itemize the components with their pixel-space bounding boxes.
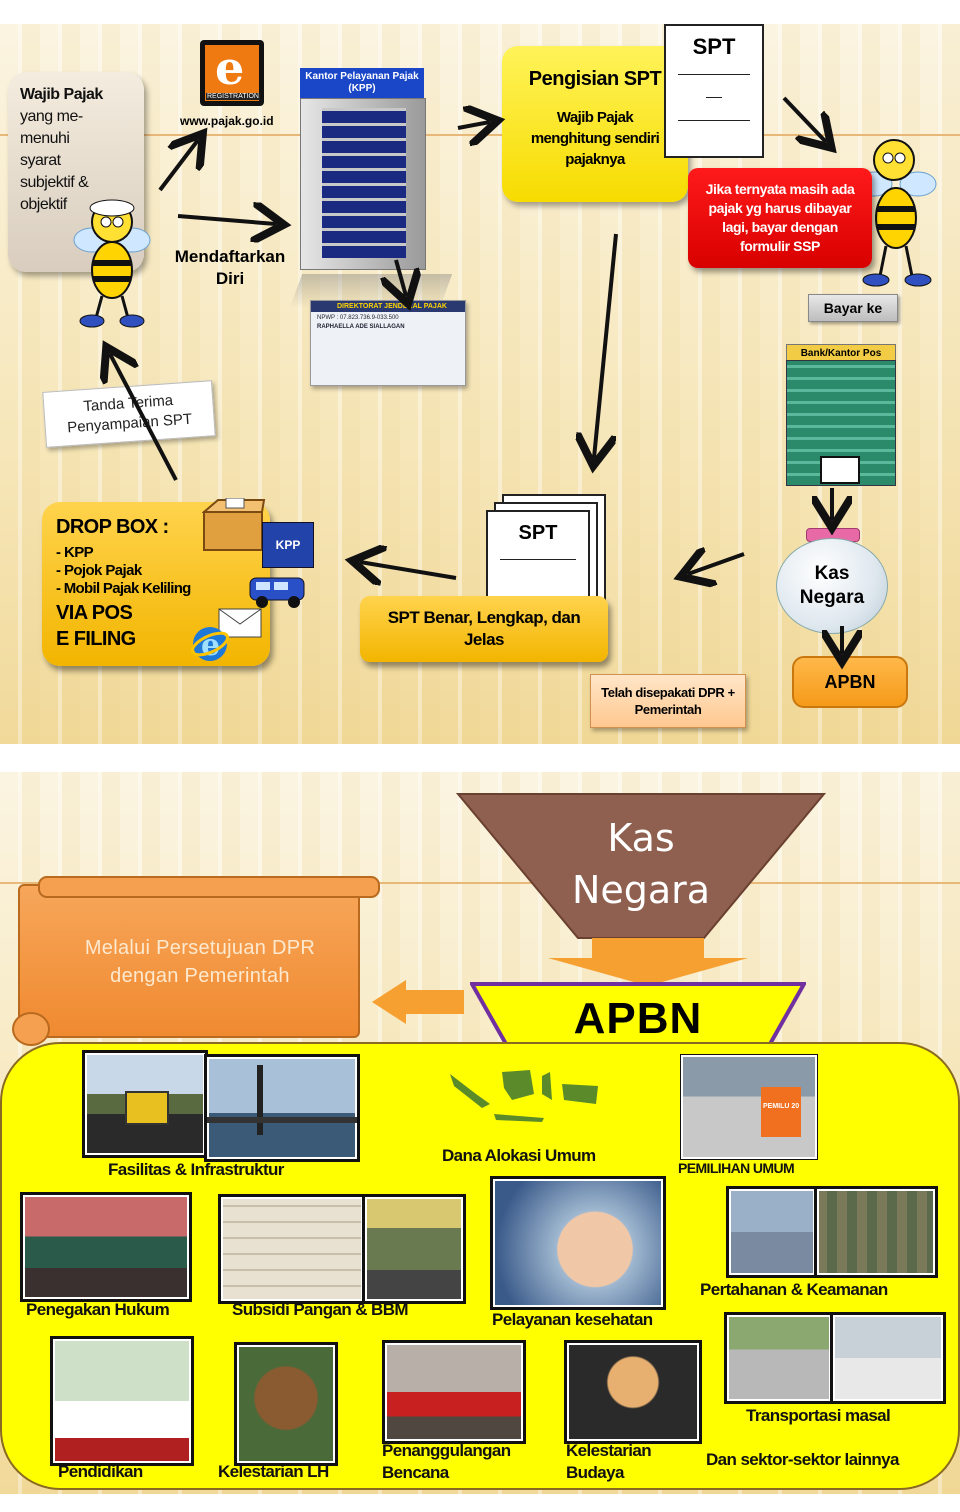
arrow-to-pengisian xyxy=(457,122,490,128)
photo-orangutan xyxy=(234,1342,338,1466)
spt-top-label: SPT xyxy=(692,34,736,59)
photo-train xyxy=(724,1312,834,1404)
pengisian-spt-title: Pengisian SPT xyxy=(528,68,662,90)
wajib-pajak-line: subjektif & xyxy=(20,174,89,191)
indonesia-map-icon xyxy=(450,1070,598,1122)
photo-road-roller xyxy=(82,1050,208,1158)
arrow-to-bee xyxy=(782,96,826,142)
photo-students xyxy=(50,1336,194,1466)
apbn-title: APBN xyxy=(573,994,703,1043)
label-pendidikan: Pendidikan xyxy=(58,1462,143,1481)
wajib-pajak-line: menuhi xyxy=(20,130,70,147)
label-kesehatan: Pelayanan kesehatan xyxy=(492,1310,653,1329)
registration-badge: REGISTRATION xyxy=(206,93,260,100)
label-fasilitas: Fasilitas & Infrastruktur xyxy=(108,1160,284,1179)
photo-ship xyxy=(830,1312,946,1404)
ballot-box-icon xyxy=(202,498,266,551)
via-pos-label: VIA POS xyxy=(56,602,133,624)
label-budaya: Kelestarian Budaya xyxy=(566,1441,652,1482)
drop-box-item: - Mobil Pajak Keliling xyxy=(56,580,191,597)
photo-dancer xyxy=(564,1340,702,1444)
arrow-to-spt-stack xyxy=(594,233,618,458)
arrow-to-eregistration xyxy=(158,140,198,192)
telah-disepakati-callout: Telah disepakati DPR + Pemerintah xyxy=(590,674,746,728)
photo-court xyxy=(20,1192,192,1302)
label-transportasi: Transportasi masal xyxy=(746,1406,891,1425)
photo-fire-trucks xyxy=(382,1340,526,1444)
election-sign-text: PEMILU 20 xyxy=(763,1103,800,1110)
kpp-icon: KPP xyxy=(262,522,314,568)
kas-negara-label: Kas Negara xyxy=(776,538,888,634)
drop-box-item: - KPP xyxy=(56,544,94,561)
envelope-icon xyxy=(218,608,262,638)
ssp-note-box: Jika ternyata masih ada pajak yg harus d… xyxy=(688,168,872,268)
decor-line xyxy=(0,882,960,884)
pajak-url: www.pajak.go.id xyxy=(180,114,274,128)
photo-bridge xyxy=(204,1054,360,1162)
wajib-pajak-title: Wajib Pajak xyxy=(20,86,103,103)
pengisian-spt-body: Wajib Pajak menghitung sendiri pajaknya xyxy=(530,109,660,168)
e-registration-logo: e REGISTRATION xyxy=(200,40,264,106)
bee-mascot-icon xyxy=(73,199,151,328)
slide-tax-flow: Wajib Pajak yang me- menuhi syarat subje… xyxy=(0,24,960,744)
kas-negara-jar: Kas Negara xyxy=(776,528,888,636)
label-lh: Kelestarian LH xyxy=(218,1462,329,1481)
photo-fuel-station xyxy=(362,1194,466,1304)
e-filing-label: E FILING xyxy=(56,628,136,650)
label-hukum: Penegakan Hukum xyxy=(26,1300,170,1319)
e-letter-icon: e xyxy=(215,41,245,95)
kas-negara-funnel-label: Kas Negara xyxy=(571,816,711,912)
arrow-to-kpp xyxy=(177,216,276,224)
photo-fighter-jet xyxy=(726,1186,818,1278)
drop-box-title: DROP BOX : xyxy=(56,516,169,538)
internet-explorer-icon: e xyxy=(190,627,230,663)
label-bencana: Penanggulangan Bencana xyxy=(382,1441,511,1482)
spt-benar-box: SPT Benar, Lengkap, dan Jelas xyxy=(360,596,608,662)
npwp-number: NPWP : 07.823.736.9-033.500 xyxy=(317,315,399,321)
persetujuan-scroll: Melalui Persetujuan DPR dengan Pemerinta… xyxy=(12,876,380,1046)
wajib-pajak-line: objektif xyxy=(20,196,67,213)
flow-arrows xyxy=(0,96,960,744)
bee-mascot-right-icon xyxy=(855,139,937,287)
label-lainnya: Dan sektor-sektor lainnya xyxy=(706,1450,899,1469)
bank-building: Bank/Kantor Pos xyxy=(786,344,896,486)
left-arrow-icon xyxy=(372,980,464,1024)
arrow-to-dropbox xyxy=(360,562,457,578)
wajib-pajak-line: yang me- xyxy=(20,108,83,125)
kpp-building-label: Kantor Pelayanan Pajak (KPP) xyxy=(300,68,424,98)
drop-box-item: - Pojok Pajak xyxy=(56,562,142,579)
mendaftarkan-diri-label: Mendaftarkan Diri xyxy=(174,247,286,288)
spt-mid-label: SPT xyxy=(518,522,558,544)
bayar-ke-label: Bayar ke xyxy=(808,294,898,322)
photo-vaccination xyxy=(490,1176,666,1310)
arrow-to-wajib xyxy=(110,354,178,481)
npwp-name: RAPHAELLA ADE SIALLAGAN xyxy=(317,324,405,330)
label-pertahanan: Pertahanan & Keamanan xyxy=(700,1280,888,1299)
label-pemilu: PEMILIHAN UMUM xyxy=(678,1160,795,1176)
photo-rice-sacks xyxy=(218,1194,366,1304)
van-icon xyxy=(249,577,305,608)
persetujuan-text: Melalui Persetujuan DPR dengan Pemerinta… xyxy=(84,937,316,987)
pengisian-spt-box: Pengisian SPT Wajib Pajak menghitung sen… xyxy=(502,46,688,202)
photo-election: PEMILU 20 xyxy=(680,1054,818,1160)
spt-document-top: SPT xyxy=(664,24,764,158)
building-windows xyxy=(322,108,406,258)
arrow-to-spt-benar xyxy=(688,554,745,574)
kpp-building: Kantor Pelayanan Pajak (KPP) xyxy=(292,68,432,270)
down-arrow-icon xyxy=(548,938,748,986)
arrow-to-npwp xyxy=(396,259,406,296)
wajib-pajak-line: syarat xyxy=(20,152,61,169)
label-dau: Dana Alokasi Umum xyxy=(442,1146,596,1165)
label-subsidi: Subsidi Pangan & BBM xyxy=(232,1300,409,1319)
photo-police xyxy=(814,1186,938,1278)
